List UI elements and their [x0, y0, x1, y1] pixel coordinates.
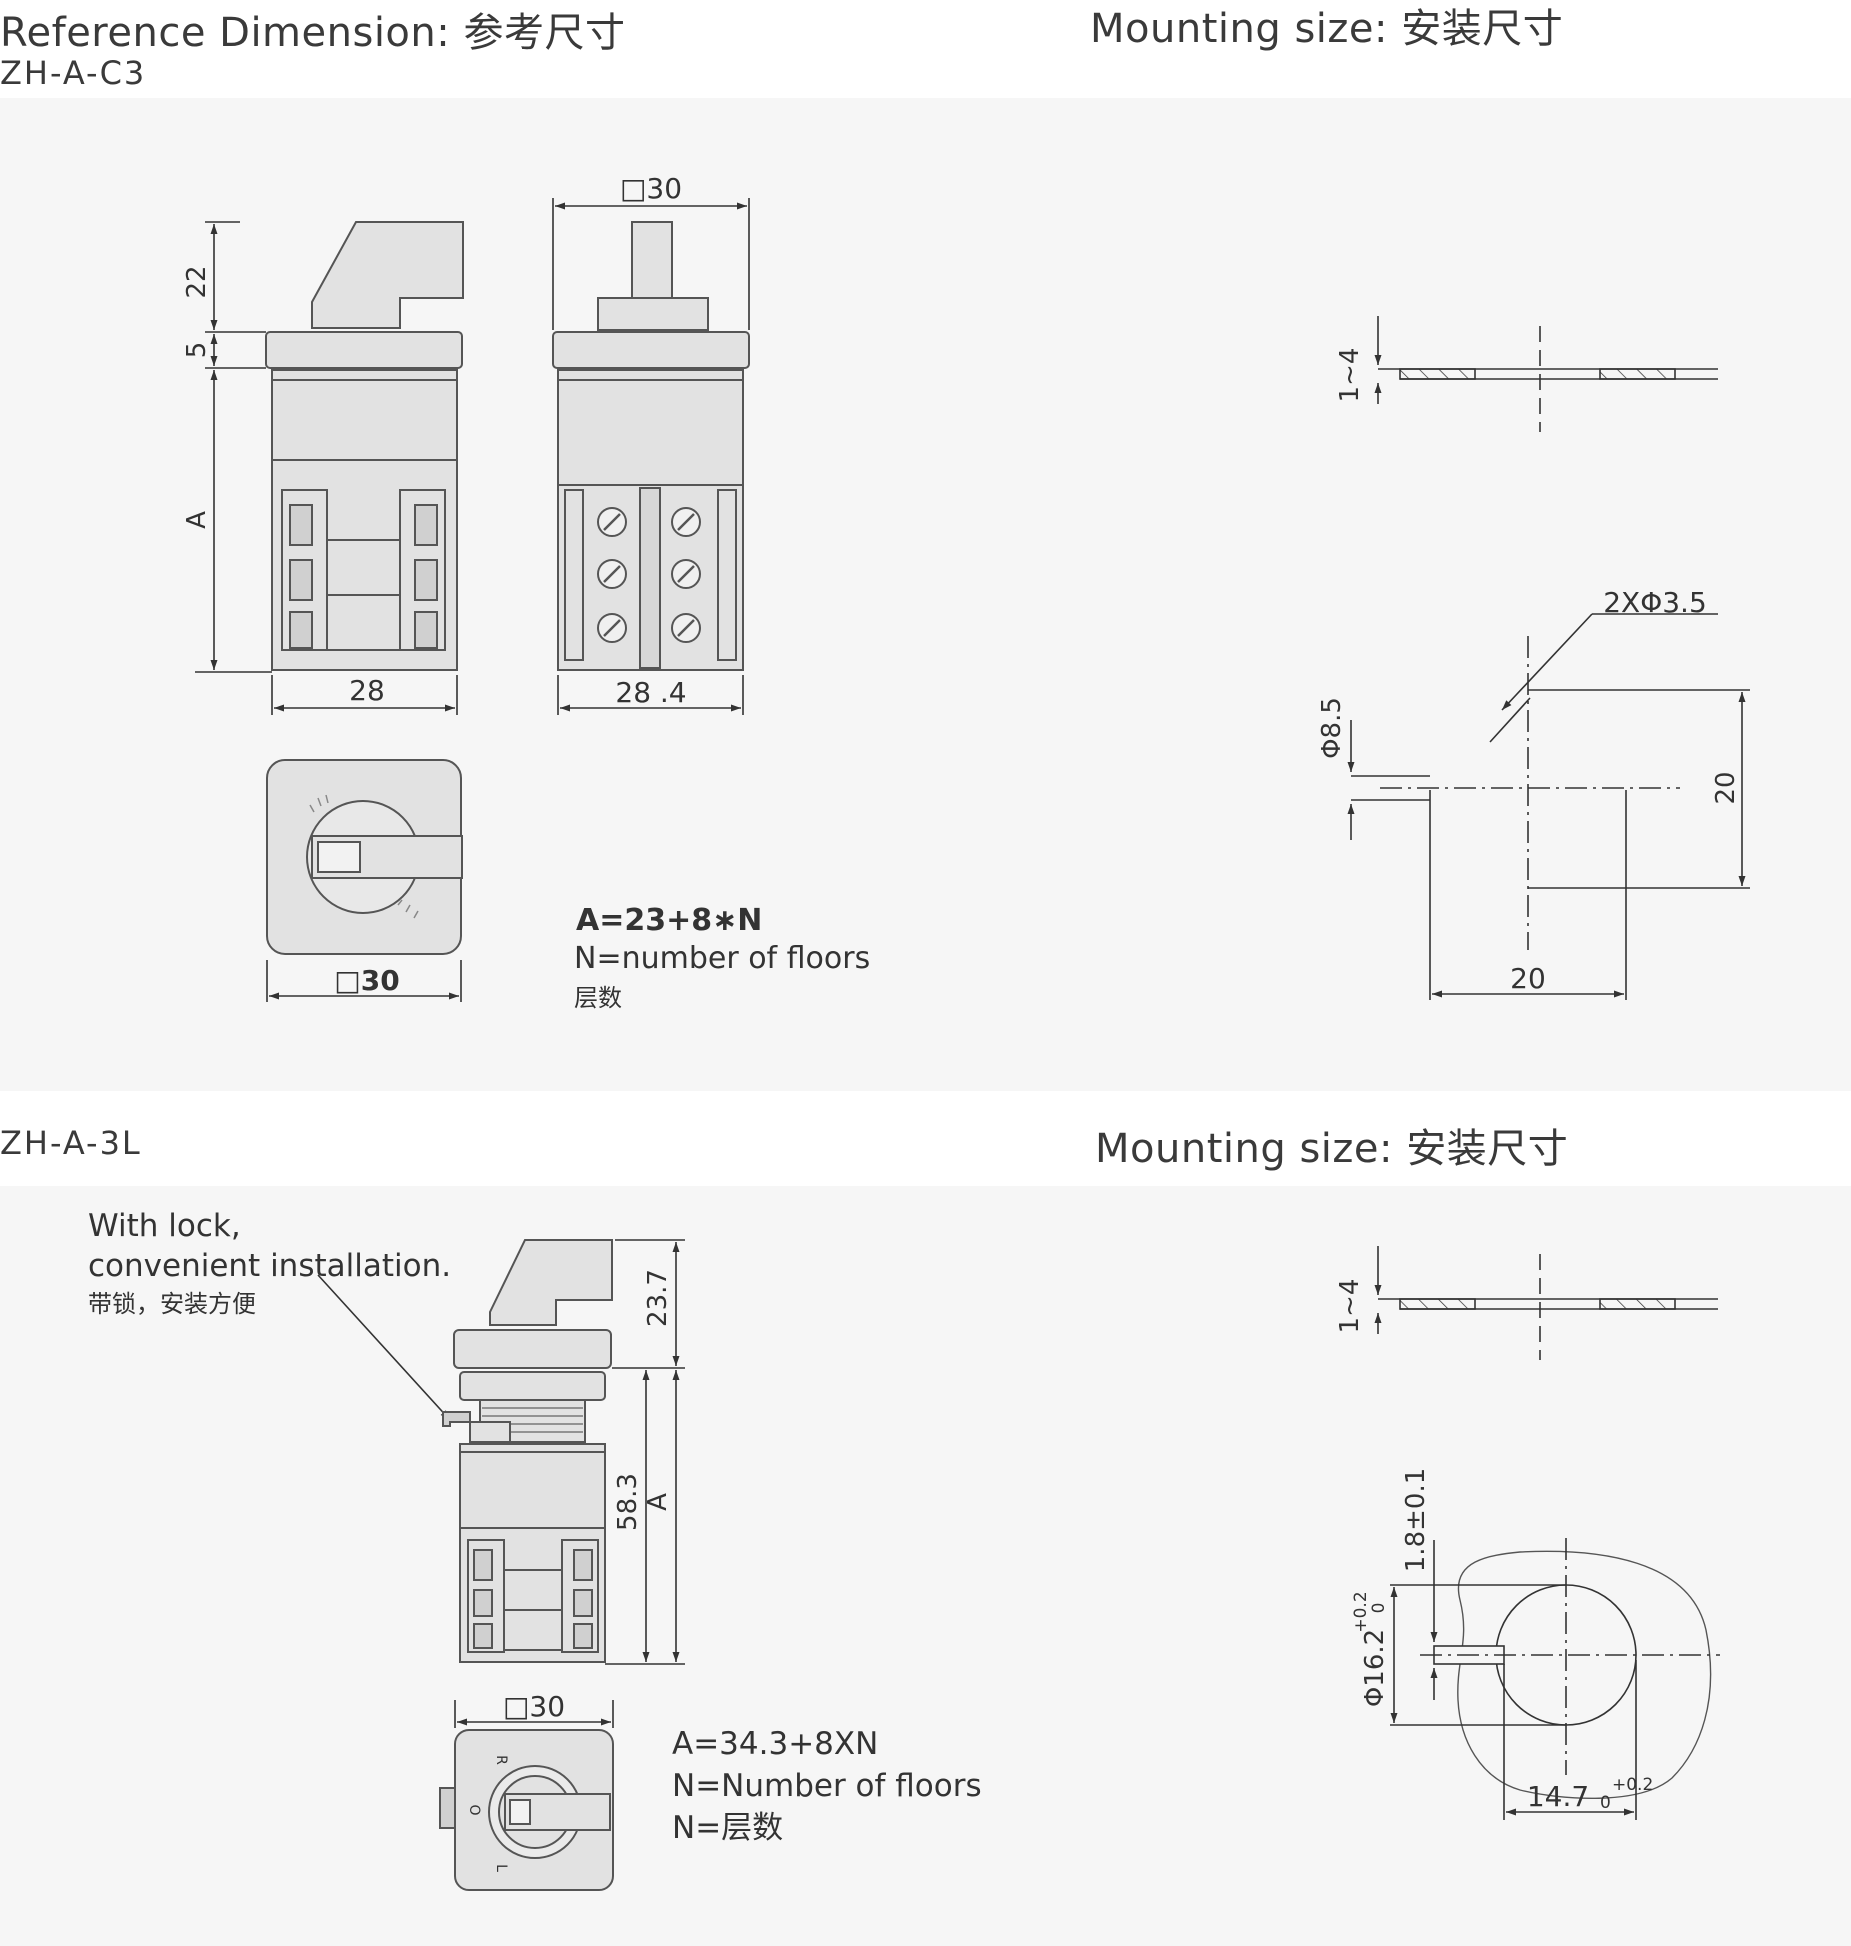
3l-lock-leader — [317, 1274, 451, 1421]
c3-handle — [311, 221, 464, 329]
3l-knob-mark-r: R — [493, 1755, 509, 1765]
c3-dim-a: A — [182, 511, 212, 529]
3l-mount-d162: Φ16.2 — [1360, 1629, 1390, 1707]
3l-side-dimensions — [605, 1239, 685, 1665]
3l-lock-note-cn: 带锁，安装方便 — [88, 1290, 256, 1318]
3l-formula-note-cn: N=层数 — [672, 1810, 783, 1846]
c3-top-view — [266, 759, 463, 955]
c3-dim-22: 22 — [182, 265, 212, 298]
c3-mounting-plate-section — [1374, 316, 1718, 432]
3l-formula: A=34.3+8XN — [672, 1726, 878, 1762]
c3-front-dim-30: □30 — [620, 172, 682, 205]
c3-bezel — [265, 331, 463, 369]
3l-knob-mark-l: L — [493, 1864, 509, 1872]
c3-mount-20-vertical: 20 — [1711, 771, 1741, 804]
3l-side-view — [442, 1239, 613, 1663]
3l-mount-thickness: 1~4 — [1335, 1279, 1365, 1334]
c3-front-dim-284: 28 .4 — [615, 676, 686, 709]
3l-mount-d162-tol-up: +0.2 — [1351, 1591, 1371, 1632]
3l-top-dim-30: □30 — [503, 1690, 565, 1723]
3l-lock-note-2: convenient installation. — [88, 1248, 451, 1284]
reference-dimension-title: Reference Dimension: 参考尺寸 — [0, 10, 626, 56]
3l-dim-a: A — [643, 1493, 673, 1511]
3l-dim-237: 23.7 — [643, 1269, 673, 1327]
c3-dim-28: 28 — [349, 674, 385, 707]
c3-top-dimensions — [266, 960, 462, 1002]
3l-lock-note-1: With lock, — [88, 1208, 241, 1244]
c3-formula-note-cn: 层数 — [574, 984, 622, 1012]
3l-mount-d162-tol-down: 0 — [1369, 1603, 1389, 1614]
model-label-3l: ZH-A-3L — [0, 1124, 142, 1162]
c3-top-dim-30: □30 — [334, 964, 399, 997]
3l-mount-d18: 1.8±0.1 — [1401, 1468, 1431, 1572]
mounting-size-title-bottom: Mounting size: 安装尺寸 — [1095, 1126, 1569, 1172]
c3-side-view — [265, 221, 464, 671]
c3-mount-20-horizontal: 20 — [1510, 962, 1546, 995]
c3-formula-note-en: N=number of floors — [574, 941, 870, 976]
3l-knob-mark-o: O — [466, 1804, 482, 1815]
c3-side-dimensions — [195, 221, 458, 715]
c3-formula: A=23+8∗N — [576, 903, 762, 938]
3l-top-view — [439, 1729, 614, 1891]
c3-mounting-holes-layout — [1347, 613, 1750, 1000]
mounting-size-title-top: Mounting size: 安装尺寸 — [1090, 6, 1564, 52]
3l-formula-note-en: N=Number of floors — [672, 1768, 982, 1804]
3l-mounting-cutout — [1390, 1538, 1720, 1820]
c3-front-view — [552, 221, 750, 671]
3l-mount-d147: 14.7 — [1527, 1780, 1589, 1813]
c3-front-handle — [631, 221, 673, 299]
3l-handle — [489, 1239, 613, 1326]
3l-mount-d147-tol-down: 0 — [1600, 1793, 1611, 1813]
3l-mounting-plate-section — [1374, 1246, 1718, 1360]
model-label-c3: ZH-A-C3 — [0, 54, 147, 92]
c3-mount-holes: 2XΦ3.5 — [1603, 586, 1707, 619]
c3-dim-5: 5 — [182, 342, 212, 359]
3l-top-dimensions — [454, 1700, 614, 1728]
3l-mount-d147-tol-up: +0.2 — [1612, 1775, 1653, 1795]
c3-mount-dia: Φ8.5 — [1317, 697, 1347, 759]
3l-drawing-panel — [0, 1186, 1851, 1946]
3l-dim-583: 58.3 — [613, 1473, 643, 1531]
c3-mount-thickness: 1~4 — [1335, 348, 1365, 403]
c3-front-dimensions — [552, 198, 750, 715]
